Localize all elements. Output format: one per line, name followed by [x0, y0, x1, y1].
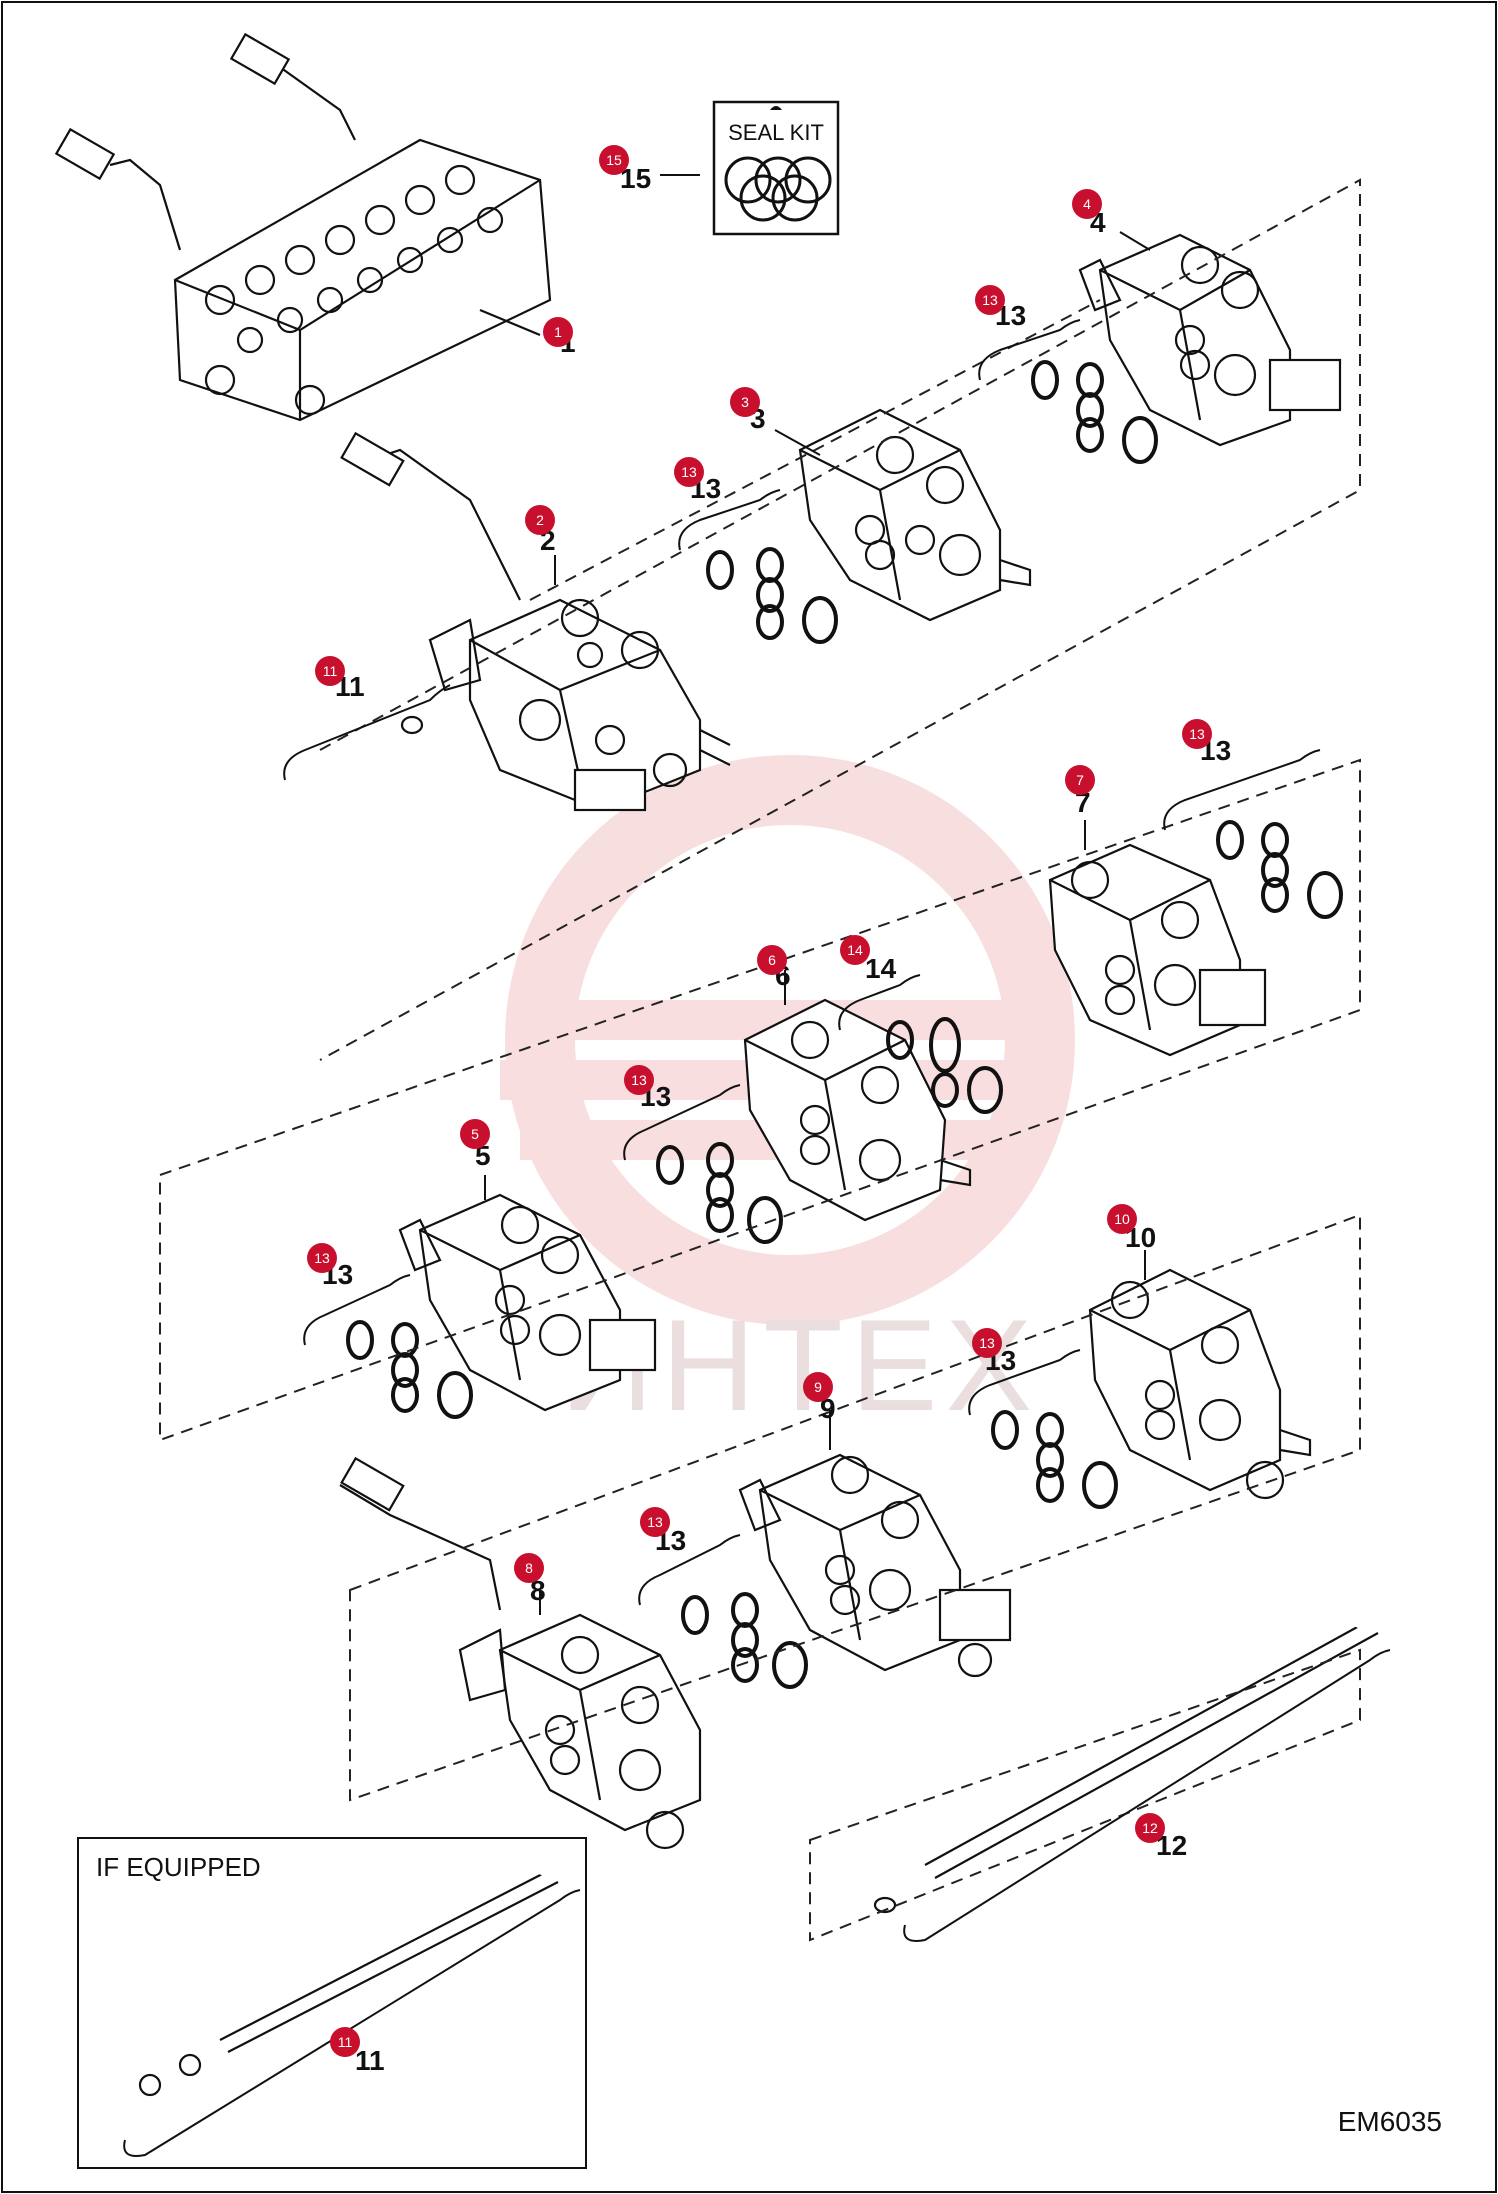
valve-section-4 — [1078, 233, 1342, 447]
tie-rod-12 — [873, 1600, 1385, 1914]
svg-text:13: 13 — [681, 464, 697, 480]
assembly-dash-lines — [159, 178, 1361, 1942]
nut-11 — [340, 715, 424, 781]
badge-8: 8 — [514, 1553, 544, 1583]
svg-text:11: 11 — [323, 663, 338, 679]
svg-text:13: 13 — [647, 1514, 663, 1530]
svg-text:1: 1 — [554, 324, 562, 340]
badge-5: 5 — [460, 1119, 490, 1149]
badge-12: 12 — [1135, 1813, 1165, 1843]
svg-text:8: 8 — [525, 1560, 533, 1576]
valve-section-2 — [340, 431, 731, 812]
badge-11-upper: 11 — [315, 656, 345, 686]
badge-13-g: 13 — [640, 1507, 670, 1537]
tie-rod-11 — [95, 1845, 565, 2123]
badge-15: 15 — [599, 145, 629, 175]
valve-assembly-1 — [54, 32, 552, 422]
badge-13-d: 13 — [624, 1065, 654, 1095]
valve-section-7 — [1048, 843, 1267, 1057]
svg-text:2: 2 — [536, 512, 544, 528]
svg-text:13: 13 — [982, 292, 998, 308]
seal-kit-rings-icon — [724, 156, 832, 222]
svg-text:10: 10 — [1114, 1211, 1130, 1227]
svg-text:4: 4 — [1083, 196, 1091, 212]
svg-text:5: 5 — [471, 1126, 479, 1142]
drawing-code: EM6035 — [1338, 2106, 1442, 2137]
number-14: 14 — [865, 953, 897, 984]
braces — [123, 319, 1391, 2157]
o-rings — [346, 360, 1343, 1689]
badge-11-lower: 11 — [330, 2027, 360, 2057]
valve-section-10 — [1088, 1268, 1312, 1500]
badge-13-f: 13 — [972, 1328, 1002, 1358]
svg-text:7: 7 — [1076, 772, 1084, 788]
svg-text:14: 14 — [847, 942, 863, 958]
seal-kit: SEAL KIT — [660, 100, 840, 236]
if-equipped-box — [77, 1837, 587, 2169]
valve-section-3 — [798, 408, 1032, 622]
badge-10: 10 — [1107, 1204, 1137, 1234]
valve-section-9 — [738, 1453, 1012, 1678]
svg-text:13: 13 — [314, 1250, 330, 1266]
badge-14: 14 — [840, 935, 870, 965]
badge-2: 2 — [525, 505, 555, 535]
badge-13-a: 13 — [975, 285, 1005, 315]
if-equipped-label: IF EQUIPPED — [96, 1852, 261, 1882]
svg-text:9: 9 — [814, 1379, 822, 1395]
svg-text:12: 12 — [1142, 1820, 1158, 1836]
badge-6: 6 — [757, 945, 787, 975]
valve-section-5 — [398, 1193, 657, 1412]
badge-3: 3 — [730, 387, 760, 417]
valve-section-8 — [339, 1456, 702, 1850]
badge-13-b: 13 — [674, 457, 704, 487]
badge-9: 9 — [803, 1372, 833, 1402]
svg-text:6: 6 — [768, 952, 776, 968]
svg-text:11: 11 — [338, 2034, 353, 2050]
number-11-lower: 11 — [355, 2045, 385, 2076]
leader-lines — [484, 231, 1151, 1615]
svg-text:13: 13 — [1189, 726, 1205, 742]
badge-1: 1 — [543, 317, 573, 347]
svg-text:15: 15 — [606, 152, 622, 168]
svg-text:13: 13 — [631, 1072, 647, 1088]
seal-kit-label: SEAL KIT — [728, 120, 824, 145]
number-8: 8 — [530, 1575, 546, 1606]
badge-13-e: 13 — [307, 1243, 337, 1273]
badge-4: 4 — [1072, 189, 1102, 219]
callout-badges: 15 1 2 3 4 5 6 7 8 9 10 11 12 13 13 13 1… — [307, 145, 1212, 2057]
badge-13-c: 13 — [1182, 719, 1212, 749]
badge-7: 7 — [1065, 765, 1095, 795]
svg-text:3: 3 — [741, 394, 749, 410]
svg-text:13: 13 — [979, 1335, 995, 1351]
